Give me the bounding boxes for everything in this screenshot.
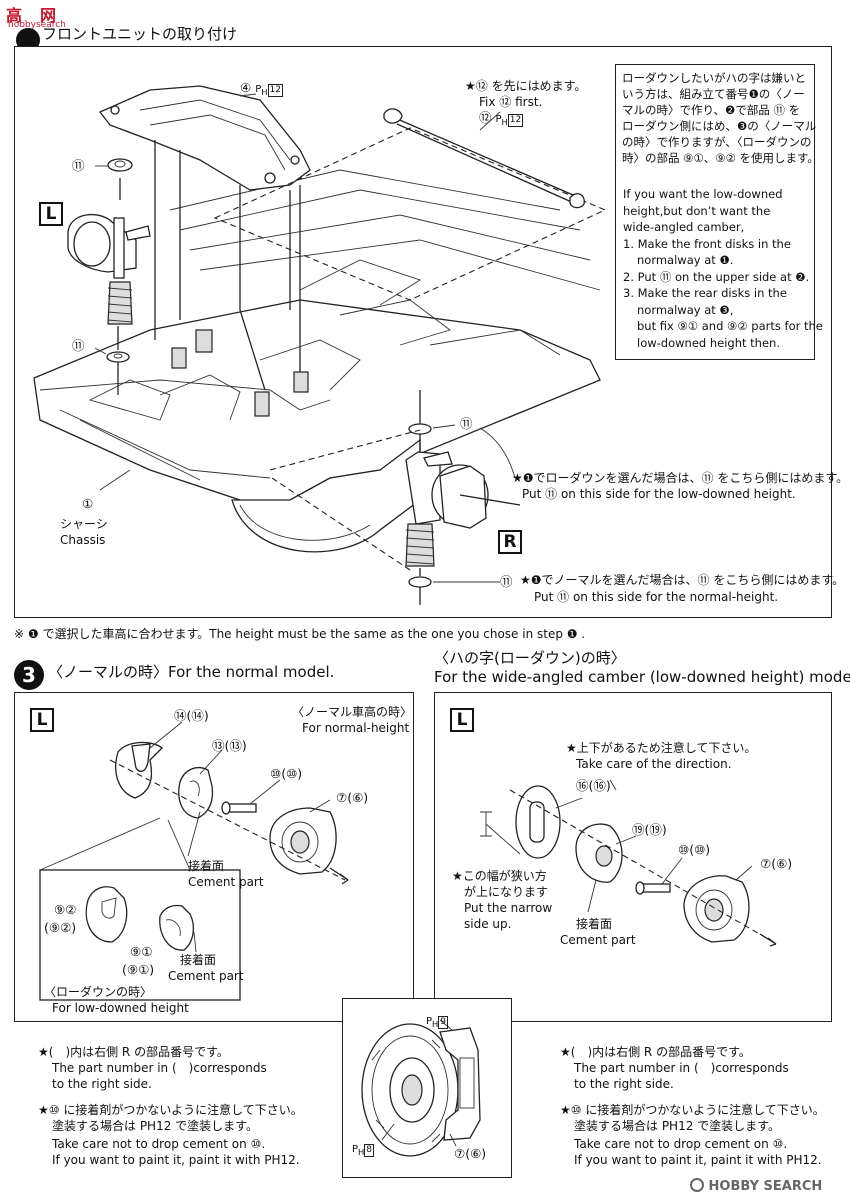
cement-r-ja: 接着面 xyxy=(576,917,613,931)
part-11-label-bottom: ⑪ xyxy=(500,574,513,589)
panel-wide-left-badge: L xyxy=(450,708,474,732)
left-note2-en1: Take care not to drop cement on ⑩. xyxy=(52,1137,266,1151)
chassis-label-ja: シャーシ xyxy=(60,517,108,531)
narrow-note-en2: side up. xyxy=(464,917,512,931)
info-en-text: If you want the low-downed height,but do… xyxy=(623,187,823,350)
p91r-label: (⑨①) xyxy=(122,962,155,977)
left-note1-en1: The part number in ( )corresponds xyxy=(52,1061,267,1075)
low-side-note-ja: ★❶でローダウンを選んだ場合は、⑪ をこちら側にはめます。 xyxy=(512,471,849,485)
normal-height-ja: 〈ノーマル車高の時〉 xyxy=(292,705,413,719)
normal-side-note-en: Put ⑪ on this side for the normal-height… xyxy=(534,590,779,604)
panel-wide-frame xyxy=(434,692,832,1022)
cement2-label-ja: 接着面 xyxy=(180,953,217,967)
footer-logo-icon xyxy=(690,1178,704,1192)
step3-normal-title: 〈ノーマルの時〉For the normal model. xyxy=(48,663,335,681)
p92-label: ⑨② xyxy=(54,902,77,917)
step2-title: フロントユニットの取り付け xyxy=(42,25,238,43)
right-note2-ja2: 塗装する場合は PH12 で塗装します。 xyxy=(574,1119,780,1133)
p14-label: ⑭(⑭) xyxy=(174,708,209,723)
fix-12-note-ja: ★⑫ を先にはめます。 xyxy=(465,79,587,93)
info-ja-text: ローダウンしたいがハの字は嫌いと いう方は、組み立て番号❶の〈ノー マルの時〉で… xyxy=(622,71,819,165)
height-note: ※ ❶ で選択した車高に合わせます。The height must be the… xyxy=(14,627,586,641)
cement-label-en: Cement part xyxy=(188,875,264,889)
cement-r-en: Cement part xyxy=(560,933,636,947)
panel-normal-left-badge: L xyxy=(30,708,54,732)
direction-note-en: Take care of the direction. xyxy=(576,757,732,771)
p10r-label: ⑩(⑩) xyxy=(678,842,711,857)
p13-label: ⑬(⑬) xyxy=(212,738,247,753)
normal-side-note-ja: ★❶でノーマルを選んだ場合は、⑪ をこちら側にはめます。 xyxy=(520,573,845,587)
left-note2-en2: If you want to paint it, paint it with P… xyxy=(52,1153,300,1167)
left-note2-ja2: 塗装する場合は PH12 で塗装します。 xyxy=(52,1119,258,1133)
narrow-note-ja2: が上になります xyxy=(464,885,549,899)
part-11-label-top: ⑪ xyxy=(72,158,85,173)
low-side-note-en: Put ⑪ on this side for the low-downed he… xyxy=(522,487,796,501)
watermark-url: hobbysearch xyxy=(8,20,66,30)
normal-height-en: For normal-height xyxy=(302,721,410,735)
disc-p7-label: ⑦(⑥) xyxy=(454,1146,487,1161)
p92r-label: (⑨②) xyxy=(44,920,77,935)
fix-12-note-en: Fix ⑫ first. xyxy=(479,95,543,109)
footer-watermark: HOBBY SEARCH xyxy=(690,1178,822,1194)
narrow-note-en1: Put the narrow xyxy=(464,901,553,915)
part-11-label-right: ⑪ xyxy=(460,416,473,431)
lowdown-info-box xyxy=(615,64,815,360)
p7-label: ⑦(⑥) xyxy=(336,790,369,805)
cement2-label-en: Cement part xyxy=(168,969,244,983)
part-1-label: ① xyxy=(82,496,94,511)
part-11-label-mid: ⑪ xyxy=(72,338,85,353)
low-label-ja: 〈ローダウンの時〉 xyxy=(44,985,153,999)
right-note2-en2: If you want to paint it, paint it with P… xyxy=(574,1153,822,1167)
left-note1-en2: to the right side. xyxy=(52,1077,152,1091)
right-note1-en1: The part number in ( )corresponds xyxy=(574,1061,789,1075)
step3-wide-title-en: For the wide-angled camber (low-downed h… xyxy=(434,668,850,686)
low-label-en: For low-downed height xyxy=(52,1001,189,1015)
direction-note-ja: ★上下があるため注意して下さい。 xyxy=(566,741,757,755)
p7r-label: ⑦(⑥) xyxy=(760,856,793,871)
p10-label: ⑩(⑩) xyxy=(270,766,303,781)
step3-wide-title-ja: 〈ハの字(ローダウン)の時〉 xyxy=(434,649,626,667)
left-note2-ja: ★⑩ に接着剤がつかないように注意して下さい。 xyxy=(38,1103,303,1117)
left-note1-ja: ★( )内は右側 R の部品番号です。 xyxy=(38,1045,229,1059)
chassis-label-en: Chassis xyxy=(60,533,106,547)
p91-label: ⑨① xyxy=(130,944,153,959)
right-note2-en1: Take care not to drop cement on ⑩. xyxy=(574,1137,788,1151)
left-side-badge: L xyxy=(39,202,63,226)
watermark-logo: 高网 xyxy=(6,6,57,25)
right-note2-ja: ★⑩ に接着剤がつかないように注意して下さい。 xyxy=(560,1103,825,1117)
cement-label-ja: 接着面 xyxy=(188,859,225,873)
narrow-note-ja1: ★この幅が狭い方 xyxy=(452,869,547,883)
right-note1-ja: ★( )内は右側 R の部品番号です。 xyxy=(560,1045,751,1059)
p19-label: ⑲(⑲) xyxy=(632,822,667,837)
right-note1-en2: to the right side. xyxy=(574,1077,674,1091)
p16-label: ⑯(⑯) xyxy=(576,778,611,793)
right-side-badge: R xyxy=(498,530,522,554)
step3-circle: 3 xyxy=(14,660,44,690)
